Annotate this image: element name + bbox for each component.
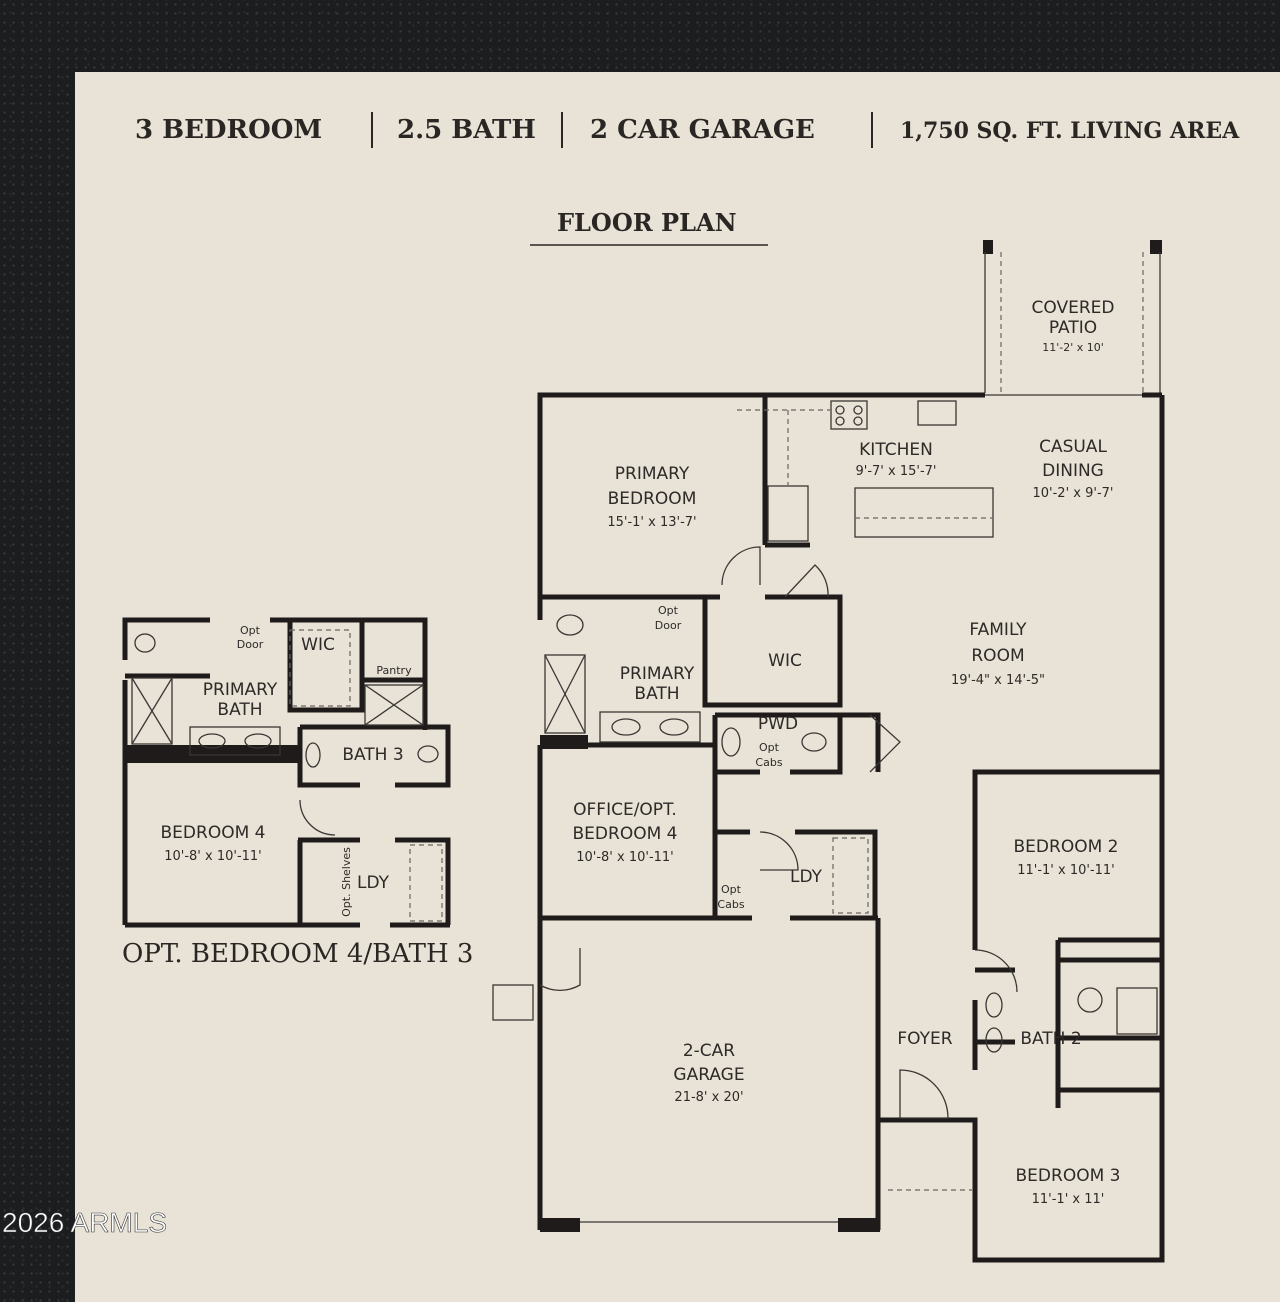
bath-2-label: BATH 2 xyxy=(1020,1029,1081,1049)
alt-primary-bath-label-2: BATH xyxy=(217,700,262,720)
family-room-label-2: ROOM xyxy=(971,646,1024,666)
alt-pantry-label: Pantry xyxy=(376,664,412,677)
spec-area: 1,750 SQ. FT. LIVING AREA xyxy=(900,118,1240,144)
bedroom-2-dim: 11'-1' x 10'-11' xyxy=(1017,863,1115,878)
alt-bedroom-4-label: BEDROOM 4 xyxy=(161,823,266,843)
alt-ldy-label: LDY xyxy=(357,873,390,893)
pwd-label: PWD xyxy=(758,714,798,734)
bedroom-3-label: BEDROOM 3 xyxy=(1016,1166,1121,1186)
family-room-dim: 19'-4" x 14'-5" xyxy=(951,673,1045,688)
patio-dim: 11'-2' x 10' xyxy=(1042,341,1104,354)
garage-label-2: GARAGE xyxy=(673,1065,744,1085)
spec-garage: 2 CAR GARAGE xyxy=(590,115,815,145)
opt-door-label: Opt xyxy=(658,604,679,617)
opt-door-label-2: Door xyxy=(655,619,682,632)
alt-bath-3-label: BATH 3 xyxy=(342,745,403,765)
alt-shelves-label: Opt. Shelves xyxy=(340,847,353,917)
office-label-2: BEDROOM 4 xyxy=(573,824,678,844)
garage-dim: 21-8' x 20' xyxy=(674,1090,743,1105)
alt-plan-title: OPT. BEDROOM 4/BATH 3 xyxy=(122,939,473,969)
alternate-plan xyxy=(122,617,451,928)
garage-label: 2-CAR xyxy=(683,1041,735,1061)
office-dim: 10'-8' x 10'-11' xyxy=(576,850,674,865)
spec-bedrooms: 3 BEDROOM xyxy=(135,115,322,145)
kitchen-dim: 9'-7' x 15'-7' xyxy=(856,464,937,479)
main-plan xyxy=(492,240,1165,1263)
pwd-opt-label-2: Cabs xyxy=(755,756,782,769)
office-label: OFFICE/OPT. xyxy=(573,800,677,820)
alternate-plan-labels: PRIMARY BATH Opt Door WIC Pantry BATH 3 … xyxy=(122,624,473,969)
alt-wic-label: WIC xyxy=(301,635,335,655)
bedroom-3-dim: 11'-1' x 11' xyxy=(1032,1192,1105,1207)
kitchen-label: KITCHEN xyxy=(859,440,933,460)
alt-bedroom-4-dim: 10'-8' x 10'-11' xyxy=(164,849,262,864)
floor-plan-sheet xyxy=(75,72,1280,1302)
patio-label-2: PATIO xyxy=(1049,318,1097,338)
patio-label: COVERED xyxy=(1032,298,1115,318)
alt-opt-door-label: Opt xyxy=(240,624,261,637)
primary-bath-label: PRIMARY xyxy=(620,664,695,684)
ldy-opt-label: Opt xyxy=(721,883,742,896)
ldy-opt-label-2: Cabs xyxy=(717,898,744,911)
pwd-opt-label: Opt xyxy=(759,741,780,754)
primary-bath-label-2: BATH xyxy=(634,684,679,704)
dining-dim: 10'-2' x 9'-7' xyxy=(1033,486,1114,501)
primary-bedroom-label: PRIMARY xyxy=(615,464,690,484)
bedroom-2-label: BEDROOM 2 xyxy=(1014,837,1119,857)
ldy-label: LDY xyxy=(790,867,823,887)
room-labels: COVERED PATIO 11'-2' x 10' KITCHEN 9'-7'… xyxy=(573,298,1121,1207)
plan-title: FLOOR PLAN xyxy=(557,208,737,237)
alt-opt-door-label-2: Door xyxy=(237,638,264,651)
foyer-label: FOYER xyxy=(897,1029,952,1049)
spec-baths: 2.5 BATH xyxy=(397,115,536,145)
dining-label: CASUAL xyxy=(1039,437,1107,457)
watermark: 2026 ARMLS xyxy=(2,1207,167,1238)
dining-label-2: DINING xyxy=(1042,461,1104,481)
primary-bedroom-label-2: BEDROOM xyxy=(608,489,697,509)
primary-bedroom-dim: 15'-1' x 13'-7' xyxy=(607,515,696,530)
wic-label: WIC xyxy=(768,651,802,671)
alt-primary-bath-label: PRIMARY xyxy=(203,680,278,700)
family-room-label: FAMILY xyxy=(969,620,1027,640)
header-specs: 3 BEDROOM 2.5 BATH 2 CAR GARAGE 1,750 SQ… xyxy=(135,112,1240,148)
